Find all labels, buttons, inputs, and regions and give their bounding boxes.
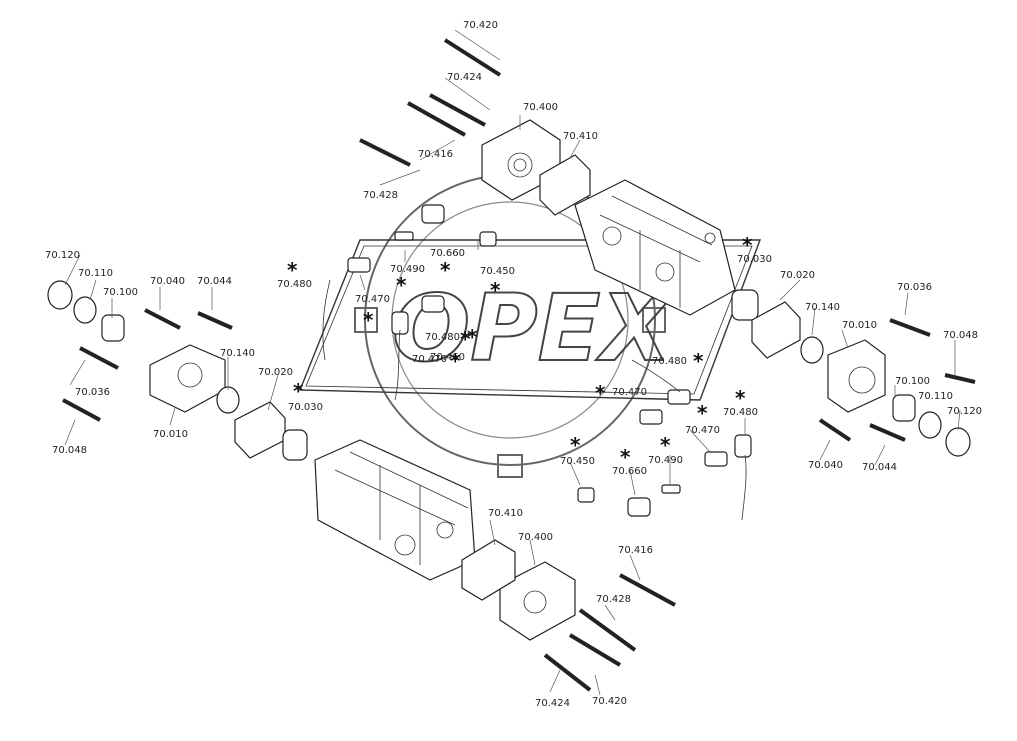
label-70-450-upper: 70.450 bbox=[480, 266, 515, 277]
label-70-660-lower: 70.660 bbox=[612, 466, 647, 477]
label-70-048-right: 70.048 bbox=[943, 330, 978, 341]
label-70-040-left: 70.040 bbox=[150, 276, 185, 287]
label-70-410-lower: 70.410 bbox=[488, 508, 523, 519]
bolts-side bbox=[62, 308, 976, 442]
marker-asterisk: * bbox=[363, 308, 374, 332]
marker-asterisk: * bbox=[742, 233, 753, 257]
label-70-480-left: 70.480 bbox=[277, 279, 312, 290]
marker-asterisk: * bbox=[293, 379, 304, 403]
leader-lines bbox=[64, 29, 961, 696]
part-labels: 70.420 70.424 70.400 70.410 70.416 70.42… bbox=[45, 20, 982, 709]
label-70-420-upper: 70.420 bbox=[463, 20, 498, 31]
label-70-400-upper: 70.400 bbox=[523, 102, 558, 113]
marker-asterisk: * bbox=[595, 381, 606, 405]
marker-asterisk: * bbox=[287, 258, 298, 282]
flange-right bbox=[827, 339, 886, 413]
flange-left bbox=[149, 344, 226, 413]
label-70-416-upper: 70.416 bbox=[418, 149, 453, 160]
label-70-140-right: 70.140 bbox=[805, 302, 840, 313]
label-70-490-lower: 70.490 bbox=[648, 455, 683, 466]
label-70-424-lower: 70.424 bbox=[535, 698, 570, 709]
marker-asterisk: * bbox=[460, 327, 471, 351]
marker-asterisk: * bbox=[490, 278, 501, 302]
label-70-044-right: 70.044 bbox=[862, 462, 897, 473]
label-70-420-lower: 70.420 bbox=[592, 696, 627, 707]
gasket-lower bbox=[461, 539, 516, 601]
label-70-490-upper: 70.490 bbox=[390, 264, 425, 275]
label-70-010-right: 70.010 bbox=[842, 320, 877, 331]
label-70-010-left: 70.010 bbox=[153, 429, 188, 440]
marker-asterisk: * bbox=[620, 445, 631, 469]
label-70-400-lower: 70.400 bbox=[518, 532, 553, 543]
cables bbox=[322, 279, 747, 521]
bolts-lower bbox=[543, 573, 676, 692]
marker-asterisk: * bbox=[660, 433, 671, 457]
label-70-110-left: 70.110 bbox=[78, 268, 113, 279]
pipe-frame-inner bbox=[305, 245, 753, 395]
label-70-020-right: 70.020 bbox=[780, 270, 815, 281]
marker-asterisk: * bbox=[693, 349, 704, 373]
label-70-480-center: 70.480 bbox=[425, 332, 460, 343]
label-70-416-lower: 70.416 bbox=[618, 545, 653, 556]
label-70-480-lower: 70.480 bbox=[723, 407, 758, 418]
marker-asterisk: * bbox=[440, 258, 451, 282]
label-70-020-left: 70.020 bbox=[258, 367, 293, 378]
bolts-upper bbox=[359, 38, 502, 167]
label-70-140-left: 70.140 bbox=[220, 348, 255, 359]
label-70-036-right: 70.036 bbox=[897, 282, 932, 293]
label-70-660-upper: 70.660 bbox=[430, 248, 465, 259]
label-70-428-upper: 70.428 bbox=[363, 190, 398, 201]
label-70-460-center: 70.460 bbox=[430, 352, 465, 363]
pipe-frame bbox=[298, 239, 762, 401]
asterisk-markers: * * * * * * * * * * * * * * * * * bbox=[287, 233, 753, 469]
label-70-428-lower: 70.428 bbox=[596, 594, 631, 605]
label-70-048-left: 70.048 bbox=[52, 445, 87, 456]
fittings bbox=[347, 204, 752, 517]
label-70-030-right: 70.030 bbox=[737, 254, 772, 265]
rings-right bbox=[731, 289, 971, 457]
label-70-470-left: 70.470 bbox=[355, 294, 390, 305]
label-70-120-left: 70.120 bbox=[45, 250, 80, 261]
marker-asterisk: * bbox=[467, 325, 478, 349]
marker-asterisk: * bbox=[735, 386, 746, 410]
cover-lower bbox=[499, 561, 576, 641]
label-70-036-left: 70.036 bbox=[75, 387, 110, 398]
label-70-040-right: 70.040 bbox=[808, 460, 843, 471]
label-70-470-mid: 70.470 bbox=[612, 387, 647, 398]
label-70-480-mid: 70.480 bbox=[652, 356, 687, 367]
pump-body-upper bbox=[574, 179, 736, 316]
label-70-470-lower: 70.470 bbox=[685, 425, 720, 436]
marker-asterisk: * bbox=[450, 349, 461, 373]
label-70-450-lower: 70.450 bbox=[560, 456, 595, 467]
label-70-424-upper: 70.424 bbox=[447, 72, 482, 83]
label-70-410-upper: 70.410 bbox=[563, 131, 598, 142]
label-70-100-left: 70.100 bbox=[103, 287, 138, 298]
label-70-120-right: 70.120 bbox=[947, 406, 982, 417]
gasket-upper bbox=[539, 154, 591, 216]
marker-asterisk: * bbox=[570, 433, 581, 457]
label-70-030-left: 70.030 bbox=[288, 402, 323, 413]
label-70-044-left: 70.044 bbox=[197, 276, 232, 287]
watermark-logo: OPEX bbox=[392, 275, 675, 382]
pump-body-lower bbox=[314, 439, 476, 581]
label-70-470-center: 70.470 bbox=[412, 354, 447, 365]
label-70-110-right: 70.110 bbox=[918, 391, 953, 402]
label-70-100-right: 70.100 bbox=[895, 376, 930, 387]
marker-asterisk: * bbox=[396, 273, 407, 297]
rings-left bbox=[47, 280, 308, 461]
marker-asterisk: * bbox=[697, 401, 708, 425]
